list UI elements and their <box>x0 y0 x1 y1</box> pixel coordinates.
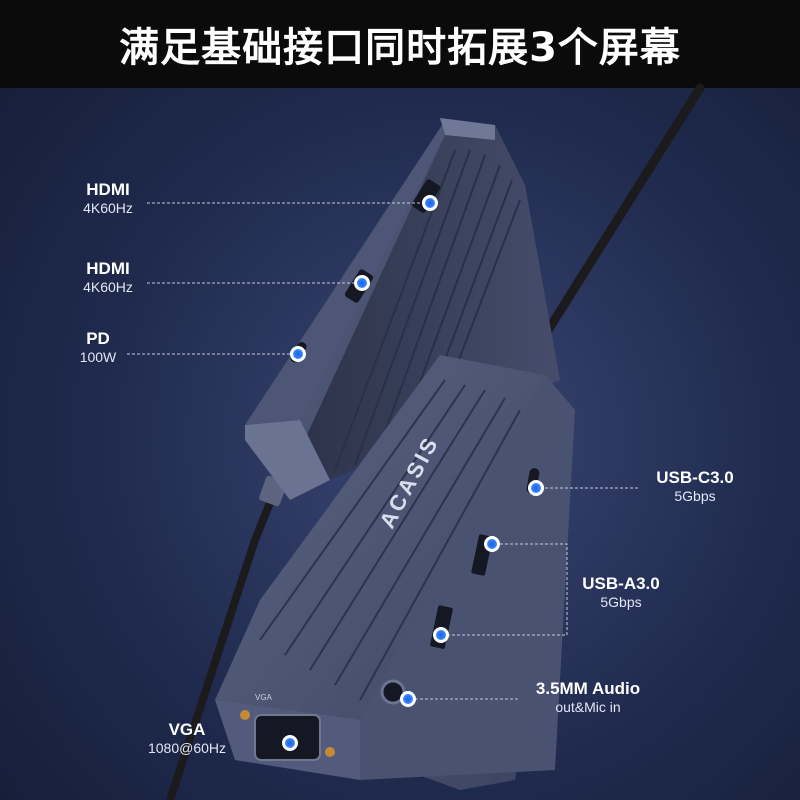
svg-text:VGA: VGA <box>255 693 273 702</box>
label-title: VGA <box>168 720 206 739</box>
label-pd: PD 100W <box>66 329 130 365</box>
label-usb-a: USB-A3.0 5Gbps <box>566 574 676 610</box>
label-vga: VGA 1080@60Hz <box>132 720 242 756</box>
label-hdmi-2: HDMI 4K60Hz <box>68 259 148 295</box>
label-spec: 1080@60Hz <box>147 739 227 756</box>
label-spec: 100W <box>79 348 117 365</box>
lower-hub: ACASIS VGA <box>215 355 575 790</box>
label-title: PD <box>86 329 110 348</box>
page-title: 满足基础接口同时拓展3个屏幕 <box>119 25 681 71</box>
audio-jack <box>380 679 406 705</box>
label-title: USB-C3.0 <box>656 468 734 487</box>
label-title: USB-A3.0 <box>582 574 660 593</box>
label-hdmi-1: HDMI 4K60Hz <box>68 180 148 216</box>
label-title: HDMI <box>86 180 130 199</box>
label-spec: 4K60Hz <box>83 199 133 216</box>
label-usb-c: USB-C3.0 5Gbps <box>640 468 750 504</box>
lower-cable <box>166 488 279 800</box>
label-spec: out&Mic in <box>555 698 621 715</box>
label-spec: 5Gbps <box>600 593 642 610</box>
label-title: HDMI <box>86 259 130 278</box>
label-spec: 5Gbps <box>674 487 716 504</box>
hdmi-port-1 <box>411 179 441 213</box>
label-spec: 4K60Hz <box>83 278 133 295</box>
label-title: 3.5MM Audio <box>535 679 641 698</box>
label-audio: 3.5MM Audio out&Mic in <box>518 679 658 715</box>
title-banner: 满足基础接口同时拓展3个屏幕 <box>0 0 800 88</box>
callout-dots <box>282 195 544 751</box>
